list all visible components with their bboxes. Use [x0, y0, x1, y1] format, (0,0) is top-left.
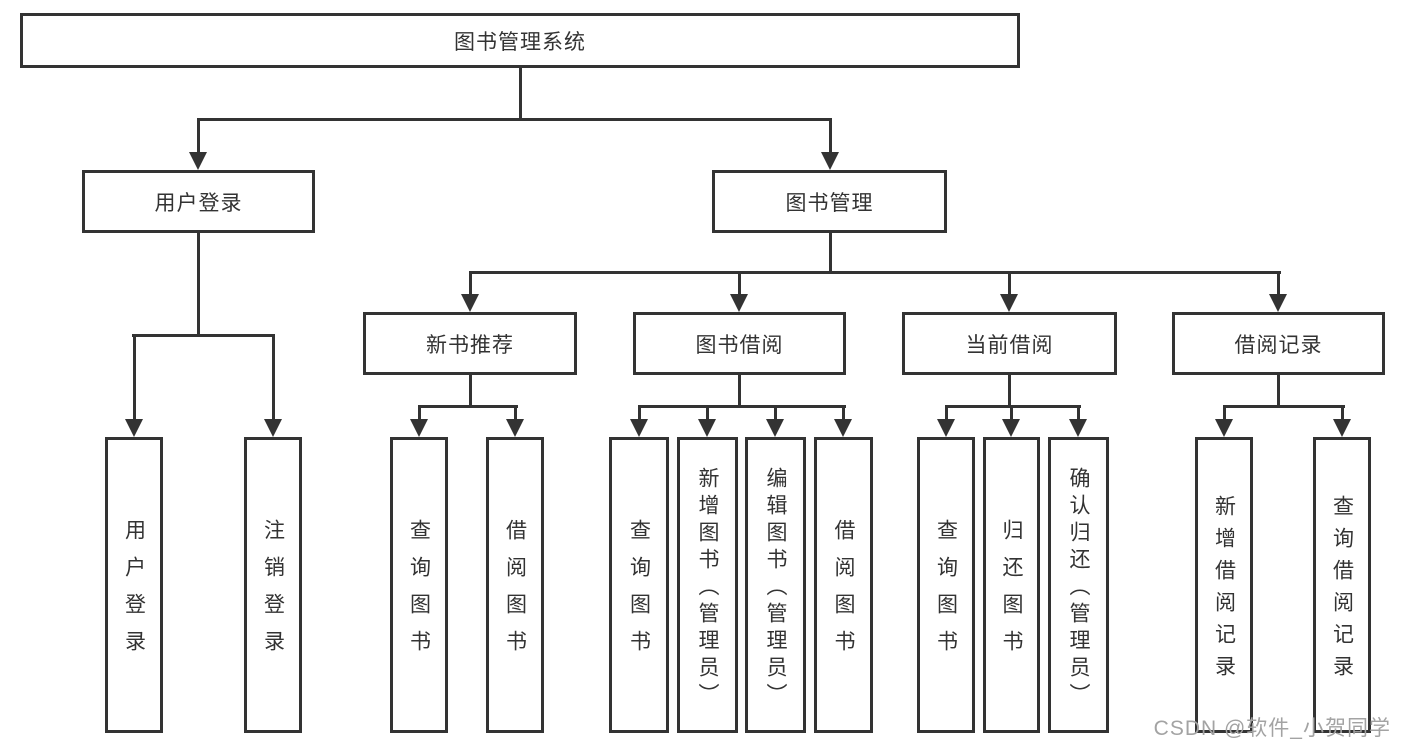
edge-line	[469, 271, 472, 299]
edge-arrow	[189, 152, 207, 170]
leaf-label: 归还图书	[1000, 519, 1023, 667]
node-label: 当前借阅	[965, 333, 1054, 357]
leaf-label: 注销登录	[261, 519, 285, 667]
edge-line	[738, 271, 741, 299]
edge-line	[1223, 405, 1345, 408]
leaf-label: 查询借阅记录	[1330, 494, 1354, 687]
leaf-confirm-return-admin: 确认归还（管理员）	[1048, 437, 1109, 733]
leaf-label: 查询图书	[407, 519, 431, 667]
leaf-add-books-admin: 新增图书（管理员）	[677, 437, 738, 733]
edge-arrow	[1269, 294, 1287, 312]
edge-arrow	[821, 152, 839, 170]
edge-arrow	[698, 419, 716, 437]
node-label: 图书管理系统	[454, 30, 586, 54]
leaf-query-borrow-record: 查询借阅记录	[1313, 437, 1371, 733]
edge-arrow	[1000, 294, 1018, 312]
edge-line	[197, 118, 831, 121]
edge-line	[945, 405, 1081, 408]
leaf-borrow-books-recommend: 借阅图书	[486, 437, 544, 733]
leaf-query-books-current: 查询图书	[917, 437, 975, 733]
node-label: 图书借阅	[695, 333, 784, 357]
edge-line	[638, 405, 846, 408]
leaf-user-login: 用户登录	[105, 437, 163, 733]
edge-line	[197, 118, 200, 158]
edge-arrow	[766, 419, 784, 437]
node-book-borrow: 图书借阅	[633, 312, 846, 375]
edge-arrow	[506, 419, 524, 437]
leaf-query-books-borrow: 查询图书	[609, 437, 669, 733]
edge-line	[829, 233, 832, 273]
edge-line	[829, 118, 832, 158]
leaf-label: 确认归还（管理员）	[1067, 466, 1090, 710]
edge-line	[1008, 271, 1011, 299]
node-borrow-records: 借阅记录	[1172, 312, 1385, 375]
edge-line	[469, 271, 1281, 274]
node-label: 新书推荐	[426, 333, 514, 357]
node-book-management: 图书管理	[712, 170, 947, 233]
edge-arrow	[264, 419, 282, 437]
leaf-query-books-recommend: 查询图书	[390, 437, 448, 733]
edge-arrow	[1333, 419, 1351, 437]
edge-arrow	[1069, 419, 1087, 437]
csdn-watermark: CSDN @软件_小贺同学	[1153, 717, 1391, 740]
edge-line	[1277, 375, 1280, 407]
node-library-system: 图书管理系统	[20, 13, 1020, 68]
edge-line	[738, 375, 741, 407]
edge-line	[133, 334, 136, 424]
leaf-label: 新增借阅记录	[1212, 494, 1236, 687]
node-label: 图书管理	[785, 191, 874, 215]
edge-line	[1277, 271, 1280, 299]
leaf-label: 新增图书（管理员）	[696, 466, 719, 710]
edge-arrow	[730, 294, 748, 312]
leaf-label: 借阅图书	[832, 519, 855, 667]
leaf-edit-books-admin: 编辑图书（管理员）	[745, 437, 806, 733]
edge-line	[1010, 405, 1013, 423]
edge-line	[272, 334, 275, 424]
edge-arrow	[1002, 419, 1020, 437]
edge-arrow	[1215, 419, 1233, 437]
edge-line	[469, 375, 472, 407]
edge-arrow	[834, 419, 852, 437]
node-user-login: 用户登录	[82, 170, 315, 233]
edge-line	[418, 405, 421, 423]
leaf-borrow-books: 借阅图书	[814, 437, 873, 733]
leaf-label: 用户登录	[122, 519, 146, 667]
edge-arrow	[937, 419, 955, 437]
leaf-label: 查询图书	[934, 519, 958, 667]
edge-line	[1223, 405, 1226, 423]
node-current-borrow: 当前借阅	[902, 312, 1117, 375]
edge-line	[638, 405, 641, 423]
node-label: 用户登录	[154, 191, 243, 215]
edge-line	[418, 405, 518, 408]
edge-line	[842, 405, 845, 423]
leaf-label: 编辑图书（管理员）	[764, 466, 787, 710]
edge-arrow	[410, 419, 428, 437]
edge-arrow	[125, 419, 143, 437]
leaf-add-borrow-record: 新增借阅记录	[1195, 437, 1253, 733]
edge-line	[132, 334, 275, 337]
edge-line	[197, 233, 200, 336]
edge-line	[1077, 405, 1080, 423]
edge-line	[1008, 375, 1011, 407]
leaf-label: 查询图书	[627, 519, 651, 667]
edge-line	[774, 405, 777, 423]
edge-line	[1341, 405, 1344, 423]
edge-line	[514, 405, 517, 423]
edge-arrow	[630, 419, 648, 437]
node-label: 借阅记录	[1234, 333, 1323, 357]
leaf-label: 借阅图书	[503, 519, 527, 667]
leaf-logout: 注销登录	[244, 437, 302, 733]
edge-arrow	[461, 294, 479, 312]
edge-line	[519, 68, 522, 120]
edge-line	[706, 405, 709, 423]
edge-line	[945, 405, 948, 423]
leaf-return-books: 归还图书	[983, 437, 1040, 733]
node-new-book-recommend: 新书推荐	[363, 312, 577, 375]
